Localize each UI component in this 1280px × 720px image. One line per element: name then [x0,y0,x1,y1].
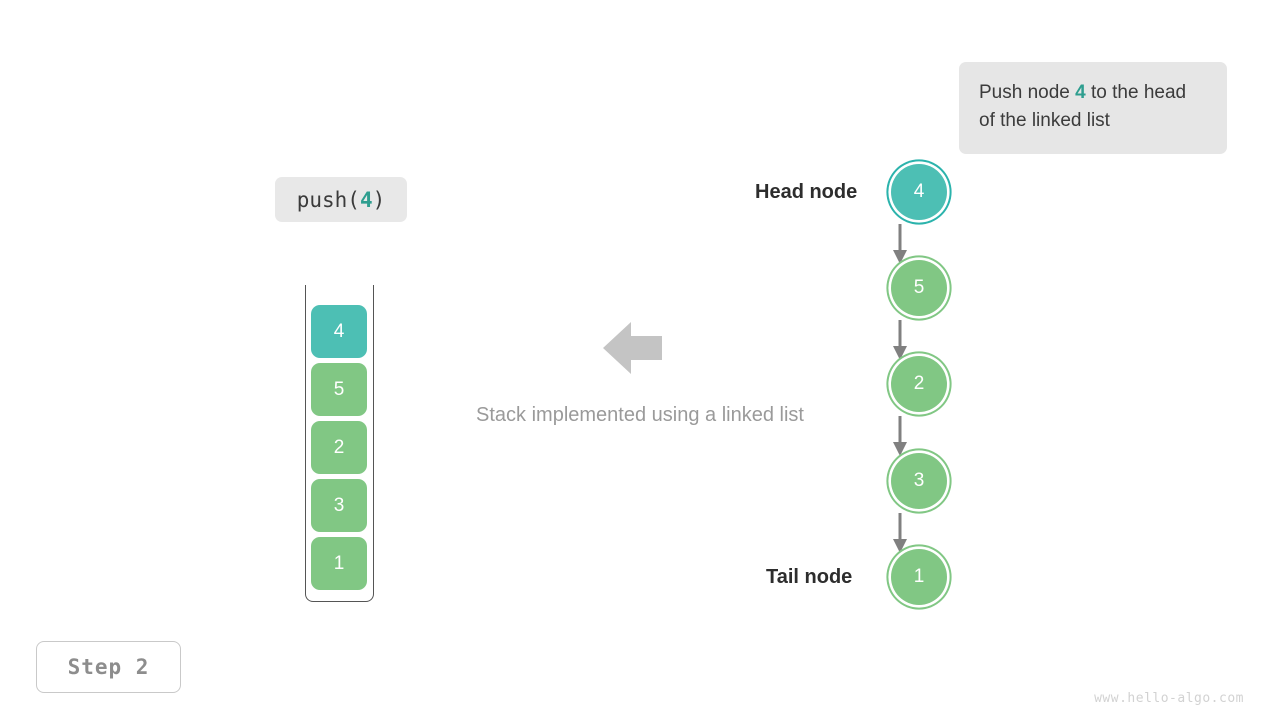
diagram-caption: Stack implemented using a linked list [476,404,804,426]
node-value: 5 [913,277,925,298]
stack-container: 4 5 2 3 1 [305,285,374,602]
stack-cell: 2 [311,421,367,474]
stack-items: 4 5 2 3 1 [311,305,367,590]
stack-cell: 3 [311,479,367,532]
linked-list-node: 1 [891,549,947,605]
operation-argument: 4 [359,187,373,212]
linked-list-node: 5 [891,260,947,316]
watermark: www.hello-algo.com [1094,691,1244,706]
stack-cell-value: 1 [333,552,345,574]
stack-cell-value: 4 [333,320,345,342]
stack-cell-value: 2 [333,436,345,458]
annotation-prefix: Push node [979,82,1076,103]
annotation-highlight-value: 4 [1075,82,1086,103]
node-value: 3 [913,470,925,491]
link-arrow-icon [891,320,909,362]
node-value: 1 [913,566,925,587]
node-value: 2 [913,373,925,394]
head-node-label: Head node [755,181,858,203]
node-value: 4 [913,181,925,202]
tail-node-label: Tail node [766,566,853,588]
link-arrow-icon [891,513,909,555]
operation-name: push( [296,187,360,212]
left-arrow-icon [603,320,663,376]
step-badge: Step 2 [36,641,181,693]
stack-cell: 4 [311,305,367,358]
annotation-callout: Push node 4 to the head of the linked li… [959,62,1227,154]
link-arrow-icon [891,416,909,458]
annotation-suffix: to the head of the linked list [979,82,1187,131]
operation-label: push(4) [275,177,407,222]
stack-cell-value: 5 [333,378,345,400]
linked-list-node: 2 [891,356,947,412]
stack-cell: 5 [311,363,367,416]
linked-list: Head node Tail node 4 5 2 [740,150,1000,620]
stack-cell-value: 3 [333,494,345,516]
linked-list-node: 3 [891,453,947,509]
linked-list-node: 4 [891,164,947,220]
stack-cell: 1 [311,537,367,590]
operation-close-paren: ) [372,187,386,212]
link-arrow-icon [891,224,909,266]
